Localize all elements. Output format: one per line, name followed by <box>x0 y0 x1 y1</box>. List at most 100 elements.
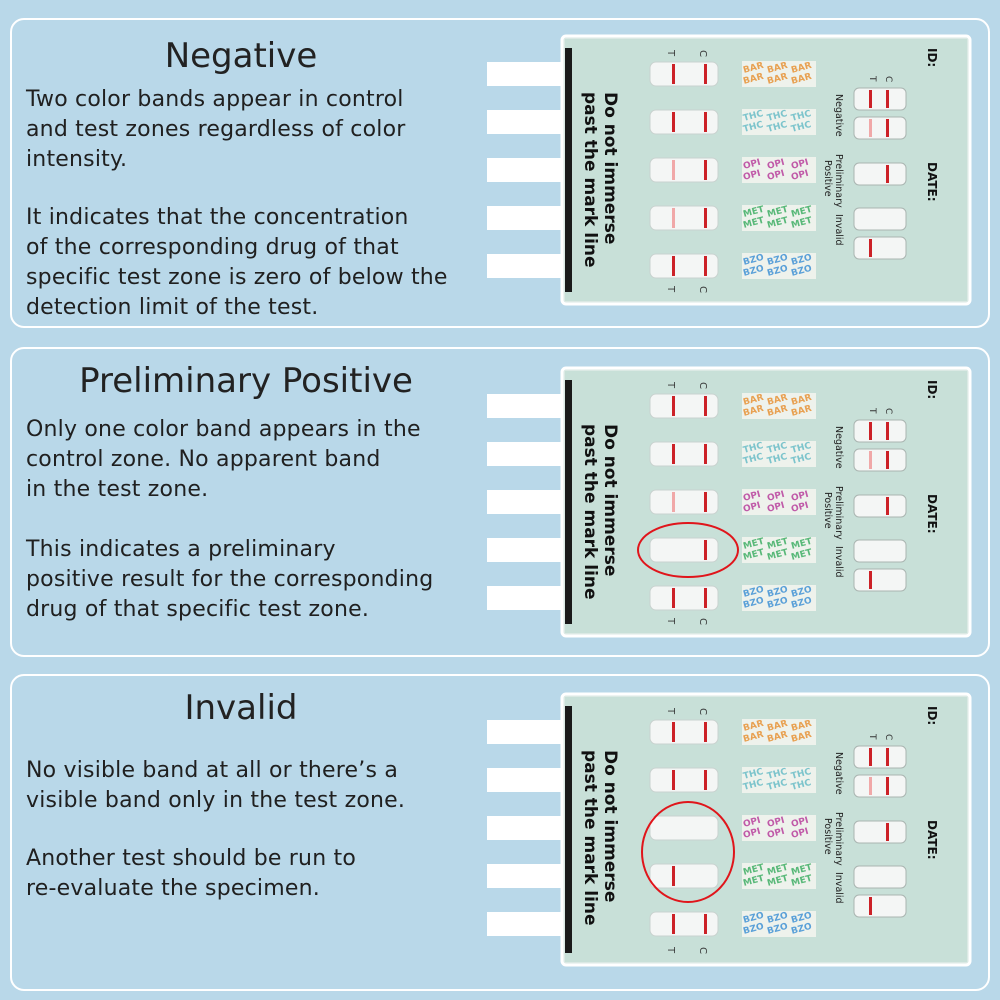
drug-label-background <box>742 441 816 467</box>
control-label: C <box>697 708 708 715</box>
dipstick-end <box>487 442 565 466</box>
legend-preliminary-caption: Preliminary <box>833 154 844 208</box>
panel-title: Preliminary Positive <box>79 361 413 401</box>
drug-label-background <box>742 205 816 231</box>
dipstick-end <box>487 912 565 936</box>
drug-label-text: OPI <box>742 169 762 183</box>
result-window <box>649 767 719 793</box>
description-paragraph: This indicates a preliminary positive re… <box>26 537 434 622</box>
drug-label-text: OPI <box>790 490 810 504</box>
dipstick-end <box>487 586 565 610</box>
dipstick-end <box>487 254 565 278</box>
drug-label-background <box>742 537 816 563</box>
control-label: C <box>697 382 708 389</box>
legend-window <box>853 87 907 111</box>
drug-label-text: OPI <box>766 501 786 515</box>
description-paragraph: It indicates that the concentration of t… <box>26 205 448 320</box>
dipstick-end <box>487 816 565 840</box>
legend-window <box>853 236 907 260</box>
dipstick-end <box>487 768 565 792</box>
test-band <box>672 588 675 608</box>
panel-text: Preliminary Positive Only one color band… <box>26 349 466 655</box>
dipstick-end <box>487 864 565 888</box>
legend-invalid-caption: Invalid <box>833 214 844 246</box>
legend-window <box>853 116 907 140</box>
cassette-edge <box>565 706 572 953</box>
test-label: T <box>665 381 676 389</box>
control-band <box>704 770 707 790</box>
panel-negative: Negative Two color bands appear in contr… <box>10 18 990 328</box>
legend-window <box>853 494 907 518</box>
drug-label-background <box>742 157 816 183</box>
drug-label-text: OPI <box>790 827 810 841</box>
legend-control-band <box>886 823 889 841</box>
drug-label-text: OPI <box>766 490 786 504</box>
result-window <box>649 489 719 515</box>
drug-label-text: OPI <box>766 169 786 183</box>
legend-window <box>853 745 907 769</box>
legend-window <box>853 820 907 844</box>
test-band <box>672 64 675 84</box>
drug-label-text: OPI <box>742 158 762 172</box>
control-band <box>704 444 707 464</box>
control-label: C <box>697 947 708 954</box>
description-paragraph: No visible band at all or there’s a visi… <box>26 758 406 813</box>
test-band <box>672 770 675 790</box>
test-band <box>672 866 675 886</box>
control-label: C <box>697 286 708 293</box>
legend-control-band <box>886 90 889 108</box>
result-window <box>649 537 719 563</box>
legend-preliminary-caption: Preliminary <box>833 812 844 866</box>
legend-control-label: C <box>883 734 893 740</box>
legend-test-band <box>869 777 872 795</box>
description-paragraph: Another test should be run to re-evaluat… <box>26 846 357 901</box>
control-label: C <box>697 618 708 625</box>
drug-label-text: OPI <box>766 816 786 830</box>
result-window <box>649 815 719 841</box>
legend-control-band <box>886 422 889 440</box>
legend-negative-caption: Negative <box>833 94 844 137</box>
control-band <box>704 588 707 608</box>
id-label: ID: <box>925 706 939 725</box>
control-band <box>704 914 707 934</box>
test-label: T <box>665 946 676 954</box>
test-band <box>672 160 675 180</box>
warning-line: Do not immerse <box>600 92 620 244</box>
test-band <box>672 112 675 132</box>
test-band <box>672 256 675 276</box>
legend-window <box>853 894 907 918</box>
drug-label-text: OPI <box>790 169 810 183</box>
legend-preliminary-caption: Preliminary <box>833 486 844 540</box>
legend-control-band <box>886 497 889 515</box>
drug-label-text: OPI <box>790 501 810 515</box>
legend-window <box>853 774 907 798</box>
control-band <box>704 492 707 512</box>
test-band <box>672 396 675 416</box>
legend-invalid-caption: Invalid <box>833 546 844 578</box>
description-paragraph: Only one color band appears in the contr… <box>26 417 421 502</box>
control-band <box>704 64 707 84</box>
drug-label-background <box>742 863 816 889</box>
test-band <box>672 208 675 228</box>
legend-window <box>853 539 907 563</box>
legend-window <box>853 448 907 472</box>
test-band <box>672 914 675 934</box>
legend-control-band <box>886 165 889 183</box>
highlight-circle <box>641 801 735 903</box>
id-label: ID: <box>925 380 939 399</box>
test-band <box>672 722 675 742</box>
drug-label-text: OPI <box>766 827 786 841</box>
result-window <box>649 393 719 419</box>
legend-negative-caption: Negative <box>833 426 844 469</box>
legend-test-band <box>869 90 872 108</box>
date-label: DATE: <box>925 820 939 860</box>
legend-positive-caption: Positive <box>822 160 833 197</box>
